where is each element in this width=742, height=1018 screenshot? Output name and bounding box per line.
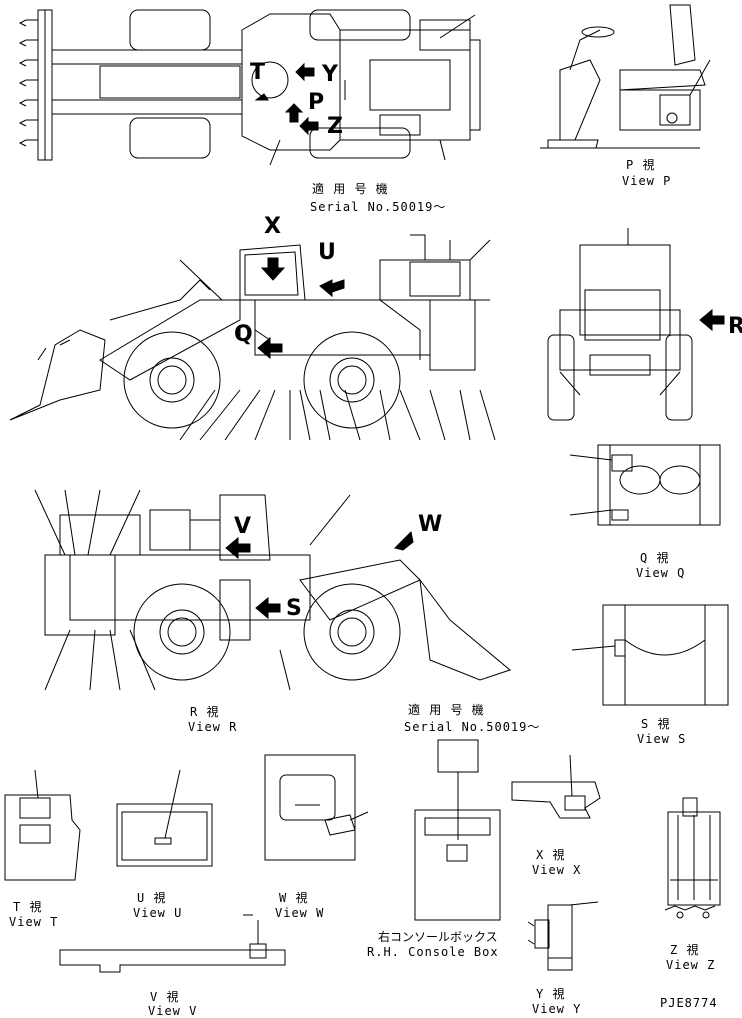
serial-jp-side: 適 用 号 機: [408, 703, 485, 717]
view-x-label: View X: [532, 863, 582, 877]
marker-v: V: [234, 514, 252, 539]
view-v-jp: V 視: [150, 990, 180, 1004]
view-y-jp: Y 視: [536, 987, 566, 1001]
view-x-drawing: [512, 755, 600, 818]
marker-y: Y: [322, 62, 338, 87]
marker-z: Z: [327, 114, 343, 139]
view-s-label: View S: [637, 732, 687, 746]
view-x-jp: X 視: [536, 848, 566, 862]
side-view-right-drawing: [35, 490, 510, 690]
view-w-jp: W 視: [279, 891, 309, 905]
view-y-drawing: [528, 902, 598, 970]
serial-side: Serial No.50019～: [404, 720, 541, 734]
view-z-label: View Z: [666, 958, 716, 972]
view-v-drawing: [60, 915, 285, 972]
view-q-drawing: [570, 445, 720, 525]
marker-t: T: [250, 60, 266, 85]
marker-p: P: [308, 90, 325, 115]
marker-s: S: [286, 596, 302, 621]
view-u-jp: U 視: [137, 891, 167, 905]
view-u-label: View U: [133, 906, 183, 920]
view-t-label: View T: [9, 915, 59, 929]
view-q-jp: Q 視: [640, 551, 670, 565]
serial-jp-top: 適 用 号 機: [312, 182, 389, 196]
view-q-label: View Q: [636, 566, 686, 580]
view-y-label: View Y: [532, 1002, 582, 1016]
drawing-number: PJE8774: [660, 996, 718, 1010]
view-p-drawing: [540, 5, 710, 148]
marker-q: Q: [234, 322, 253, 347]
rear-view-drawing: [548, 228, 724, 420]
console-box-jp: 右コンソールボックス: [378, 930, 498, 944]
view-z-jp: Z 視: [670, 943, 700, 957]
view-r-label: View R: [188, 720, 238, 734]
view-u-drawing: [117, 770, 212, 866]
view-s-drawing: [572, 605, 728, 705]
view-p-jp: P 視: [626, 158, 656, 172]
view-t-jp: T 視: [13, 900, 43, 914]
view-p-label: View P: [622, 174, 672, 188]
marker-u: U: [318, 240, 336, 265]
top-view-drawing: [20, 10, 480, 165]
view-t-drawing: [5, 770, 80, 880]
view-s-jp: S 視: [641, 717, 671, 731]
marker-x: X: [264, 214, 281, 239]
view-r-jp: R 視: [190, 705, 220, 719]
marker-w: W: [418, 512, 443, 537]
console-box-drawing: [415, 740, 500, 920]
side-view-left-drawing: [10, 235, 495, 440]
console-box-label: R.H. Console Box: [367, 945, 499, 959]
view-w-label: View W: [275, 906, 325, 920]
marker-r: R: [728, 314, 742, 339]
serial-top: Serial No.50019～: [310, 200, 447, 214]
view-w-drawing: [265, 755, 368, 860]
view-z-drawing: [665, 798, 720, 918]
view-v-label: View V: [148, 1004, 198, 1018]
